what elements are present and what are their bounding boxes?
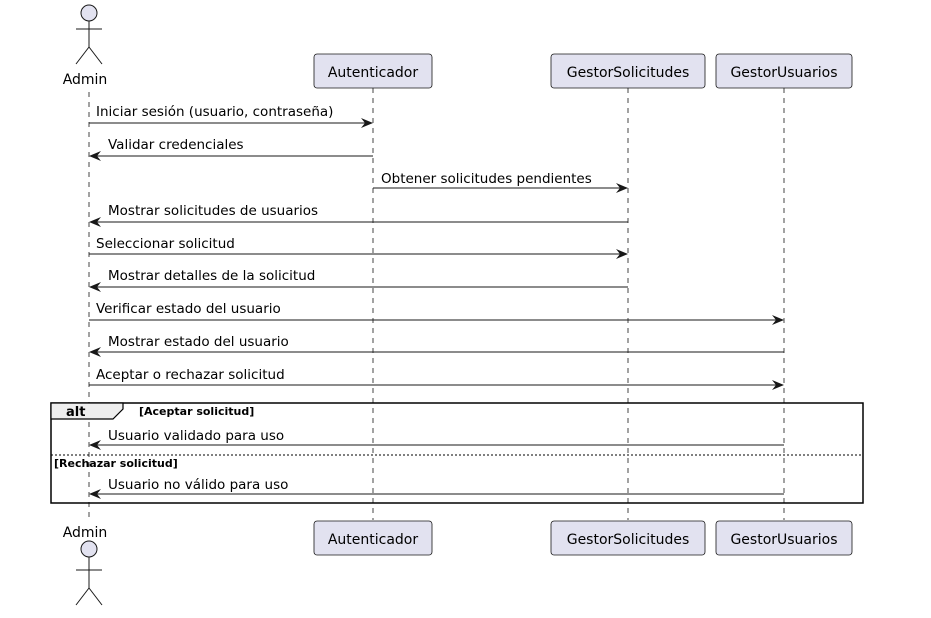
- actor-label-bottom: Admin: [63, 525, 108, 541]
- message-verificar-estado: Verificar estado del usuario: [89, 301, 784, 325]
- message-mostrar-estado: Mostrar estado del usuario: [89, 334, 784, 357]
- svg-text:Mostrar solicitudes de usuario: Mostrar solicitudes de usuarios: [108, 203, 318, 219]
- svg-text:Autenticador: Autenticador: [328, 532, 419, 548]
- svg-text:Mostrar detalles de la solicit: Mostrar detalles de la solicitud: [108, 268, 315, 284]
- svg-text:GestorSolicitudes: GestorSolicitudes: [567, 532, 690, 548]
- svg-text:GestorUsuarios: GestorUsuarios: [730, 532, 837, 548]
- svg-text:Seleccionar solicitud: Seleccionar solicitud: [96, 236, 235, 252]
- participant-gestorsolicitudes-bottom: GestorSolicitudes: [550, 520, 706, 556]
- svg-text:Iniciar sesión (usuario, contr: Iniciar sesión (usuario, contraseña): [96, 104, 333, 120]
- message-seleccionar-solicitud: Seleccionar solicitud: [89, 236, 628, 259]
- message-obtener-solicitudes: Obtener solicitudes pendientes: [373, 171, 628, 193]
- participant-gestorsolicitudes-top: GestorSolicitudes: [550, 53, 706, 89]
- message-mostrar-solicitudes: Mostrar solicitudes de usuarios: [89, 203, 628, 227]
- participant-autenticador-bottom: Autenticador: [313, 520, 433, 556]
- svg-text:Obtener solicitudes pendientes: Obtener solicitudes pendientes: [381, 171, 592, 187]
- alt-keyword: alt: [66, 405, 85, 420]
- actor-icon: [75, 540, 103, 606]
- svg-text:GestorUsuarios: GestorUsuarios: [730, 65, 837, 81]
- message-aceptar-rechazar: Aceptar o rechazar solicitud: [89, 367, 784, 390]
- alt-guard-accept: [Aceptar solicitud]: [139, 405, 254, 418]
- message-mostrar-detalles: Mostrar detalles de la solicitud: [89, 268, 628, 292]
- svg-text:Mostrar estado del usuario: Mostrar estado del usuario: [108, 334, 289, 350]
- svg-text:Aceptar o rechazar solicitud: Aceptar o rechazar solicitud: [96, 367, 285, 383]
- svg-text:GestorSolicitudes: GestorSolicitudes: [567, 65, 690, 81]
- alt-fragment: alt [Aceptar solicitud] [Rechazar solici…: [50, 402, 864, 504]
- actor-label-top: Admin: [63, 72, 108, 88]
- svg-text:Usuario no válido para uso: Usuario no válido para uso: [108, 477, 288, 493]
- svg-text:Usuario validado para uso: Usuario validado para uso: [108, 428, 284, 444]
- participant-gestorusuarios-top: GestorUsuarios: [715, 53, 853, 89]
- message-iniciar-sesion: Iniciar sesión (usuario, contraseña): [89, 104, 373, 128]
- alt-guard-reject: [Rechazar solicitud]: [54, 457, 178, 470]
- actor-icon: [75, 4, 103, 65]
- participant-gestorusuarios-bottom: GestorUsuarios: [715, 520, 853, 556]
- message-validar-credenciales: Validar credenciales: [89, 137, 373, 161]
- participant-autenticador-top: Autenticador: [313, 53, 433, 89]
- svg-text:Autenticador: Autenticador: [328, 65, 419, 81]
- svg-text:Validar credenciales: Validar credenciales: [108, 137, 244, 153]
- message-usuario-no-valido: Usuario no válido para uso: [89, 477, 784, 499]
- diagram-background: [41, 0, 890, 612]
- message-usuario-validado: Usuario validado para uso: [89, 428, 784, 450]
- svg-text:Verificar estado del usuario: Verificar estado del usuario: [96, 301, 281, 317]
